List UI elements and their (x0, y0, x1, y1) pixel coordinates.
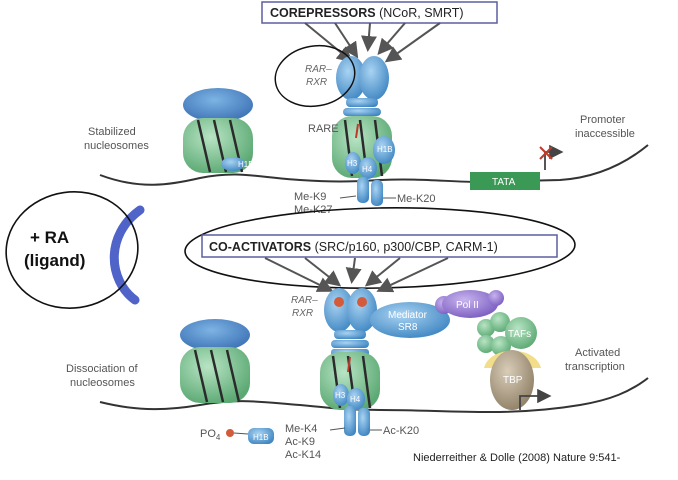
promoter-label-line2: inaccessible (575, 128, 635, 140)
blocked-promoter-arrow (539, 144, 564, 170)
ligand-arc (109, 205, 145, 305)
ac-k20-label: Ac-K20 (383, 425, 419, 437)
activated-label-line1: Activated (575, 347, 620, 359)
promoter-label-line1: Promoter (580, 114, 626, 126)
dissociation-label-line1: Dissociation of (66, 363, 138, 375)
rar-rxr-label-bottom-line2: RXR (292, 308, 313, 319)
po4-subscript: 4 (216, 433, 221, 442)
mediator-label-line1: Mediator (388, 310, 428, 321)
tbp-complex: TBP (484, 350, 541, 410)
activated-nucleosome (320, 352, 380, 436)
corepressors-title: COREPRESSORS (270, 6, 376, 20)
tata-label: TATA (492, 177, 516, 188)
h4-label-top: H4 (362, 165, 373, 174)
activated-label-line2: transcription (565, 361, 625, 373)
h3-label-top: H3 (347, 159, 358, 168)
h3-label-bottom: H3 (335, 391, 346, 400)
ac-k14-label: Ac-K14 (285, 449, 321, 461)
me-k20-label: Me-K20 (397, 193, 436, 205)
me-k4-leader (329, 427, 346, 431)
corepressor-arrows (304, 22, 441, 63)
ligand-label-line1: + RA (30, 228, 69, 247)
rare-nucleosome (332, 116, 395, 206)
dissociation-label-line2: nucleosomes (70, 377, 135, 389)
rar-rxr-label-top-line2: RXR (306, 77, 327, 88)
h1b-label-top-left: H1B (238, 160, 254, 169)
corepressors-box: COREPRESSORS (NCoR, SMRT) (261, 1, 498, 24)
released-h1b: H1B (226, 428, 274, 444)
transcription-start-arrow (519, 388, 552, 410)
mediator-complex: Mediator SR8 (370, 302, 450, 338)
ac-k9-label: Ac-K9 (285, 436, 315, 448)
svg-text:COREPRESSORS (NCoR, SMRT): COREPRESSORS (NCoR, SMRT) (270, 6, 464, 20)
h1b-label-top-right: H1B (377, 145, 393, 154)
tata-box: TATA (470, 172, 540, 190)
stabilized-label-line2: nucleosomes (84, 140, 149, 152)
rar-rxr-receptor-bottom (324, 288, 377, 356)
citation-text: Niederreither & Dolle (2008) Nature 9:54… (413, 452, 621, 464)
coactivator-arrows (264, 257, 449, 293)
handdrawn-circle-ligand (5, 191, 139, 309)
rar-rxr-label-bottom-line1: RAR– (291, 295, 318, 306)
dissociating-nucleosome (180, 319, 250, 403)
me-k9-label: Me-K9 (294, 191, 326, 203)
coactivators-title: CO-ACTIVATORS (209, 240, 311, 254)
pol-ii-label: Pol II (456, 300, 479, 311)
coactivators-detail: (SRC/p160, p300/CBP, CARM-1) (311, 240, 498, 254)
stabilized-nucleosome (183, 88, 253, 173)
pol-ii-complex: Pol II (435, 290, 504, 318)
svg-text:CO-ACTIVATORS (SRC/p160, p300/: CO-ACTIVATORS (SRC/p160, p300/CBP, CARM-… (209, 240, 498, 254)
stabilized-label-line1: Stabilized (88, 126, 136, 138)
po4-text: PO (200, 428, 216, 440)
handdrawn-circle-rar-rxr (274, 44, 356, 108)
rar-rxr-receptor-top (336, 56, 389, 116)
dna-strand-top (99, 144, 649, 186)
tbp-label: TBP (503, 375, 523, 386)
ligand-label-line2: (ligand) (24, 251, 85, 270)
tafs-complex: TAFs (477, 312, 537, 356)
corepressors-detail: (NCoR, SMRT) (376, 6, 464, 20)
me-k4-label: Me-K4 (285, 423, 317, 435)
coactivators-box: CO-ACTIVATORS (SRC/p160, p300/CBP, CARM-… (201, 234, 558, 258)
dna-strand-bottom (99, 377, 649, 414)
rare-label: RARE (308, 123, 339, 135)
po4-label: PO4 (200, 428, 221, 442)
h4-label-bottom: H4 (350, 395, 361, 404)
h1b-label-bottom: H1B (253, 433, 269, 442)
mediator-label-line2: SR8 (398, 322, 418, 333)
me-k9-leader (339, 195, 357, 199)
tafs-label: TAFs (508, 329, 531, 340)
rar-rxr-label-top-line1: RAR– (305, 64, 332, 75)
